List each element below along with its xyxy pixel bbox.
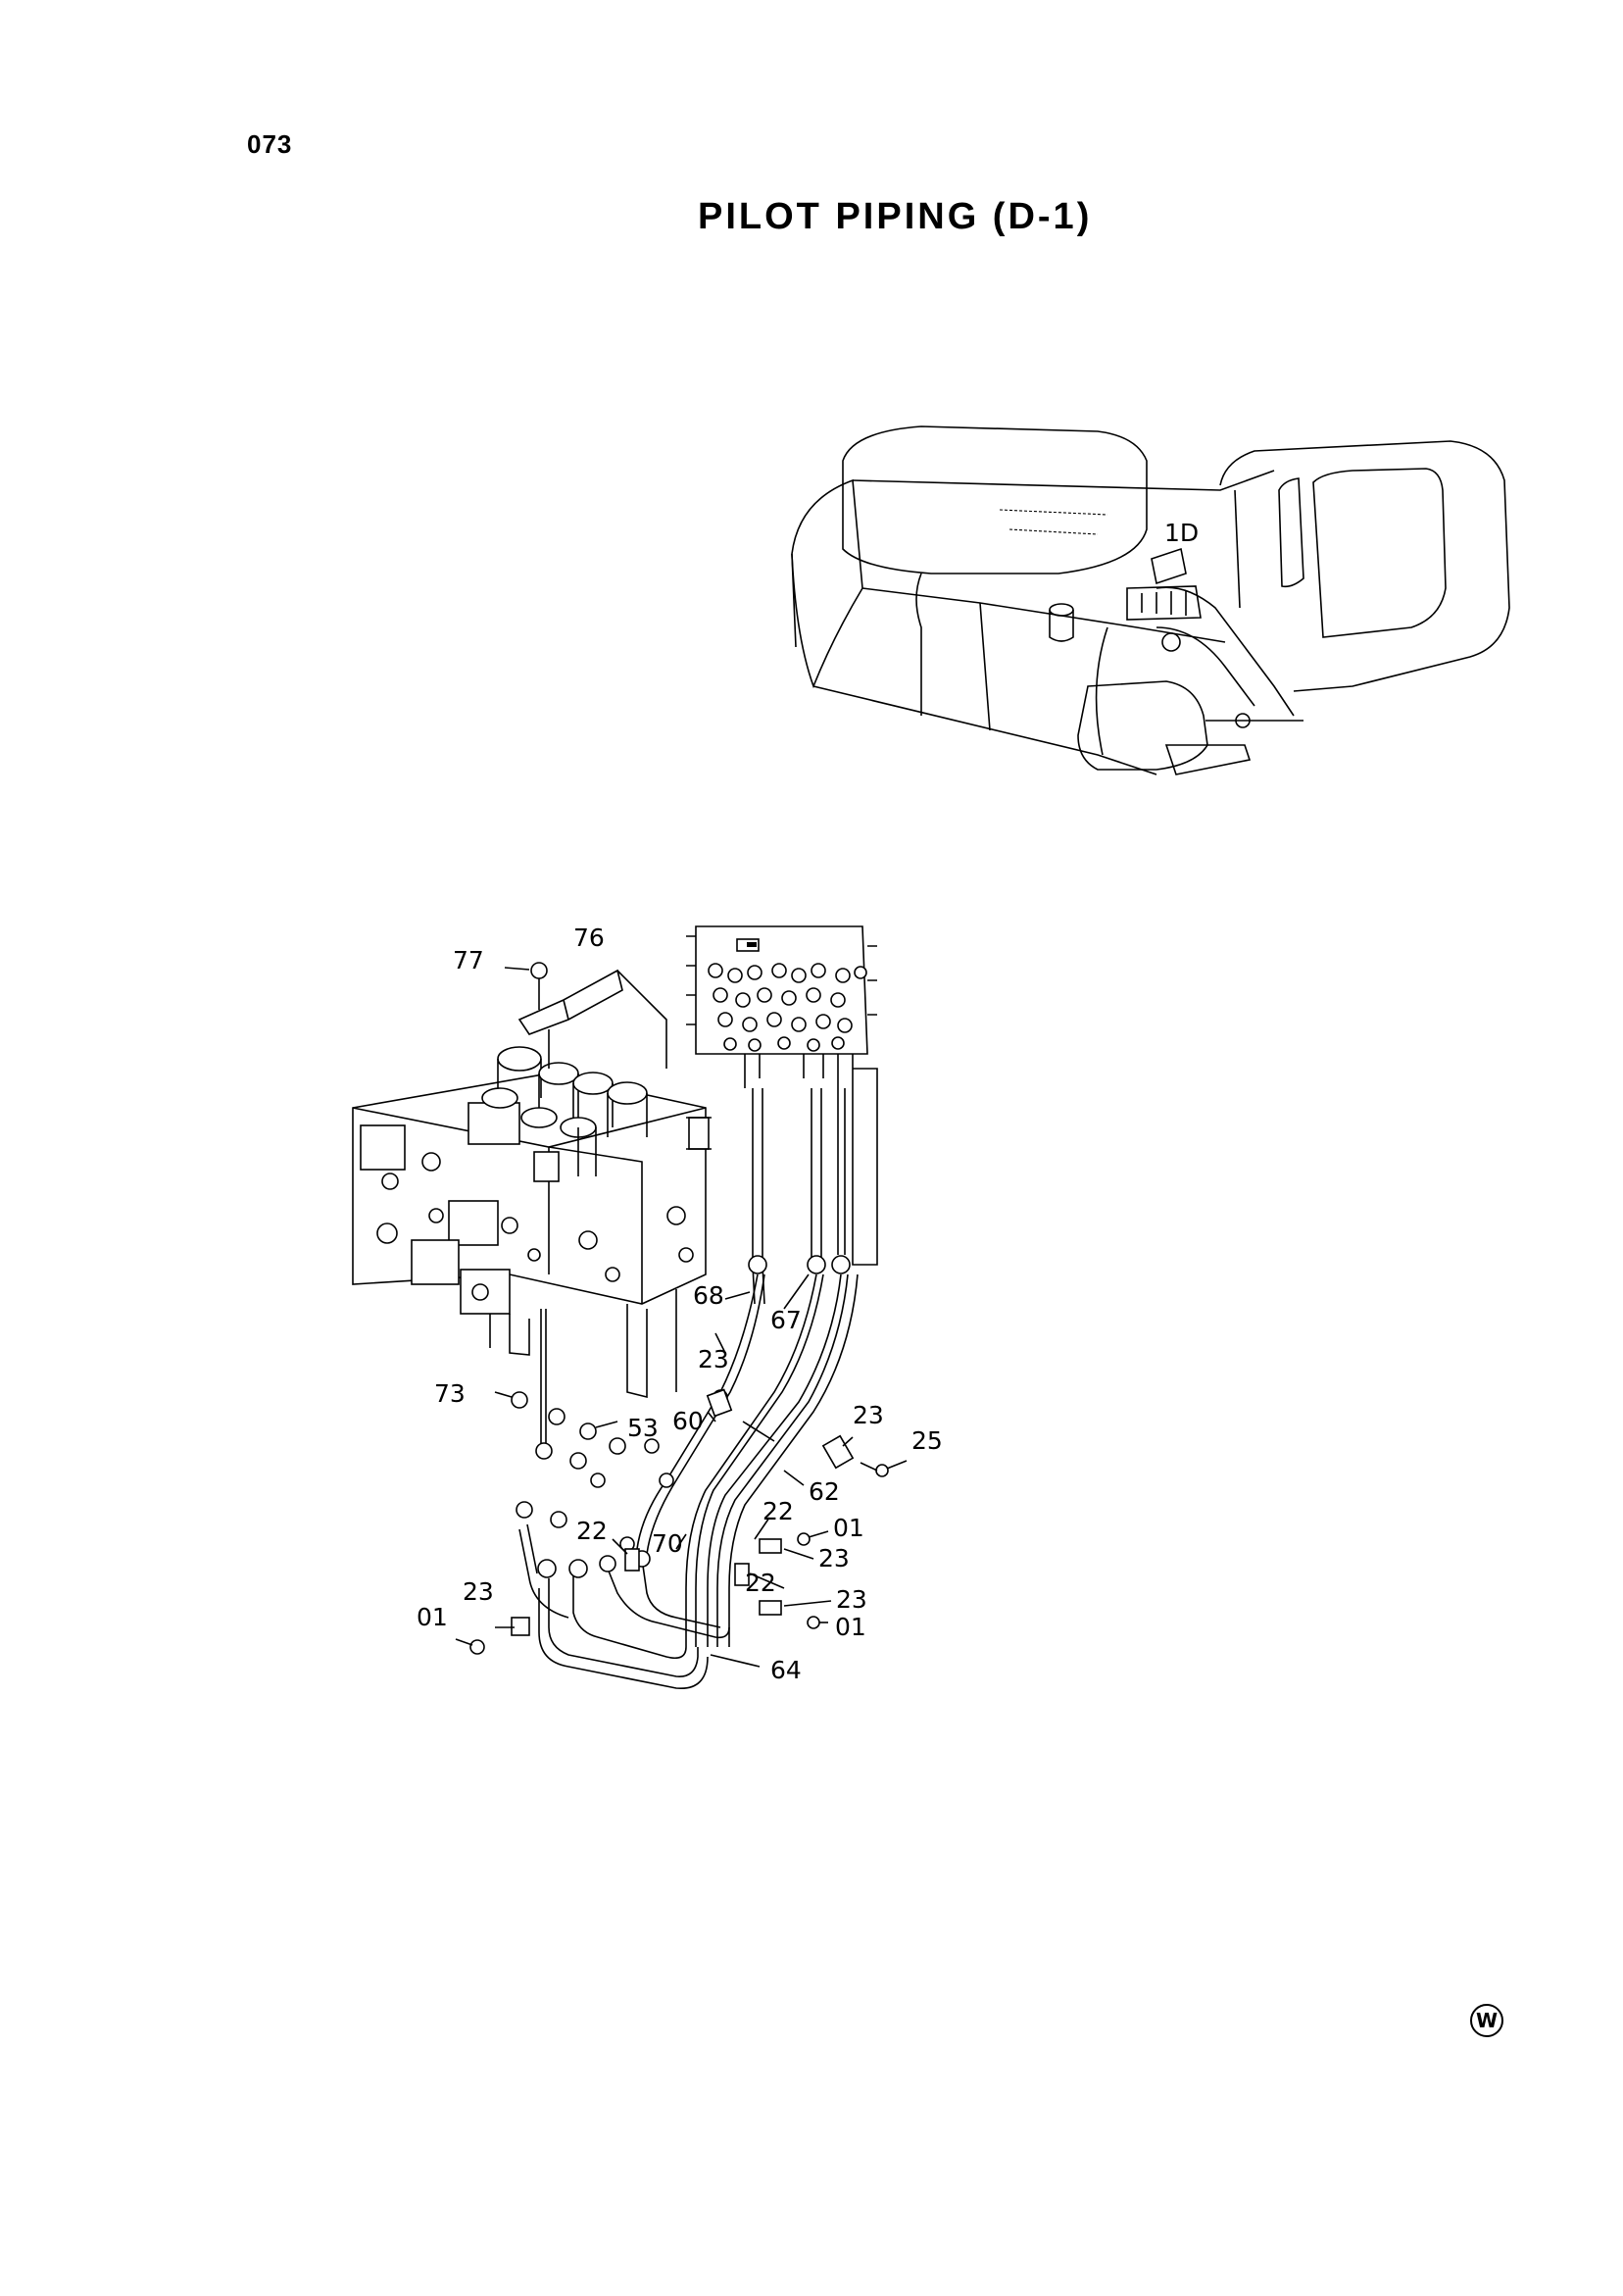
clamps-and-bolts <box>469 1434 889 1655</box>
callout-62: 62 <box>809 1477 840 1506</box>
callout-60: 60 <box>672 1407 704 1435</box>
callout-67: 67 <box>770 1306 802 1334</box>
callout-64: 64 <box>770 1656 802 1684</box>
bracket-76 <box>517 969 667 1069</box>
callout-01-b: 01 <box>417 1603 448 1631</box>
pilot-tubes <box>516 1088 859 1689</box>
callout-53: 53 <box>627 1414 659 1442</box>
callout-23-a: 23 <box>698 1345 729 1373</box>
port-fittings <box>511 1309 733 1488</box>
inset-label-1d: 1D <box>1164 519 1199 547</box>
valve-location-marker: 1D <box>1126 519 1202 621</box>
leader-lines <box>455 1273 908 1668</box>
callout-73: 73 <box>434 1379 466 1408</box>
callout-76: 76 <box>573 923 605 952</box>
callout-22-c: 22 <box>745 1569 776 1597</box>
callout-23-c: 23 <box>818 1544 850 1572</box>
callout-01-c: 01 <box>835 1613 866 1641</box>
callout-68: 68 <box>693 1281 724 1310</box>
callout-70: 70 <box>652 1529 683 1558</box>
excavator-body-outline <box>791 425 1510 775</box>
valve-spool-caps <box>481 1046 712 1182</box>
callout-77: 77 <box>453 946 484 974</box>
callout-23-d: 23 <box>836 1585 867 1614</box>
callout-22-b: 22 <box>576 1517 608 1545</box>
callout-01-a: 01 <box>833 1514 864 1542</box>
callout-23-e: 23 <box>463 1577 494 1606</box>
callout-23-b: 23 <box>853 1401 884 1429</box>
corner-w-mark: W <box>1470 2004 1503 2037</box>
callout-25: 25 <box>911 1426 943 1455</box>
manifold-ports <box>708 963 867 1052</box>
callout-22-a: 22 <box>762 1497 794 1525</box>
page-number: 073 <box>247 129 293 159</box>
bolt-77 <box>504 962 548 1010</box>
pilot-manifold-block <box>686 925 878 1266</box>
control-valve-block <box>352 1046 712 1399</box>
page-title: PILOT PIPING (D-1) <box>698 196 1093 237</box>
